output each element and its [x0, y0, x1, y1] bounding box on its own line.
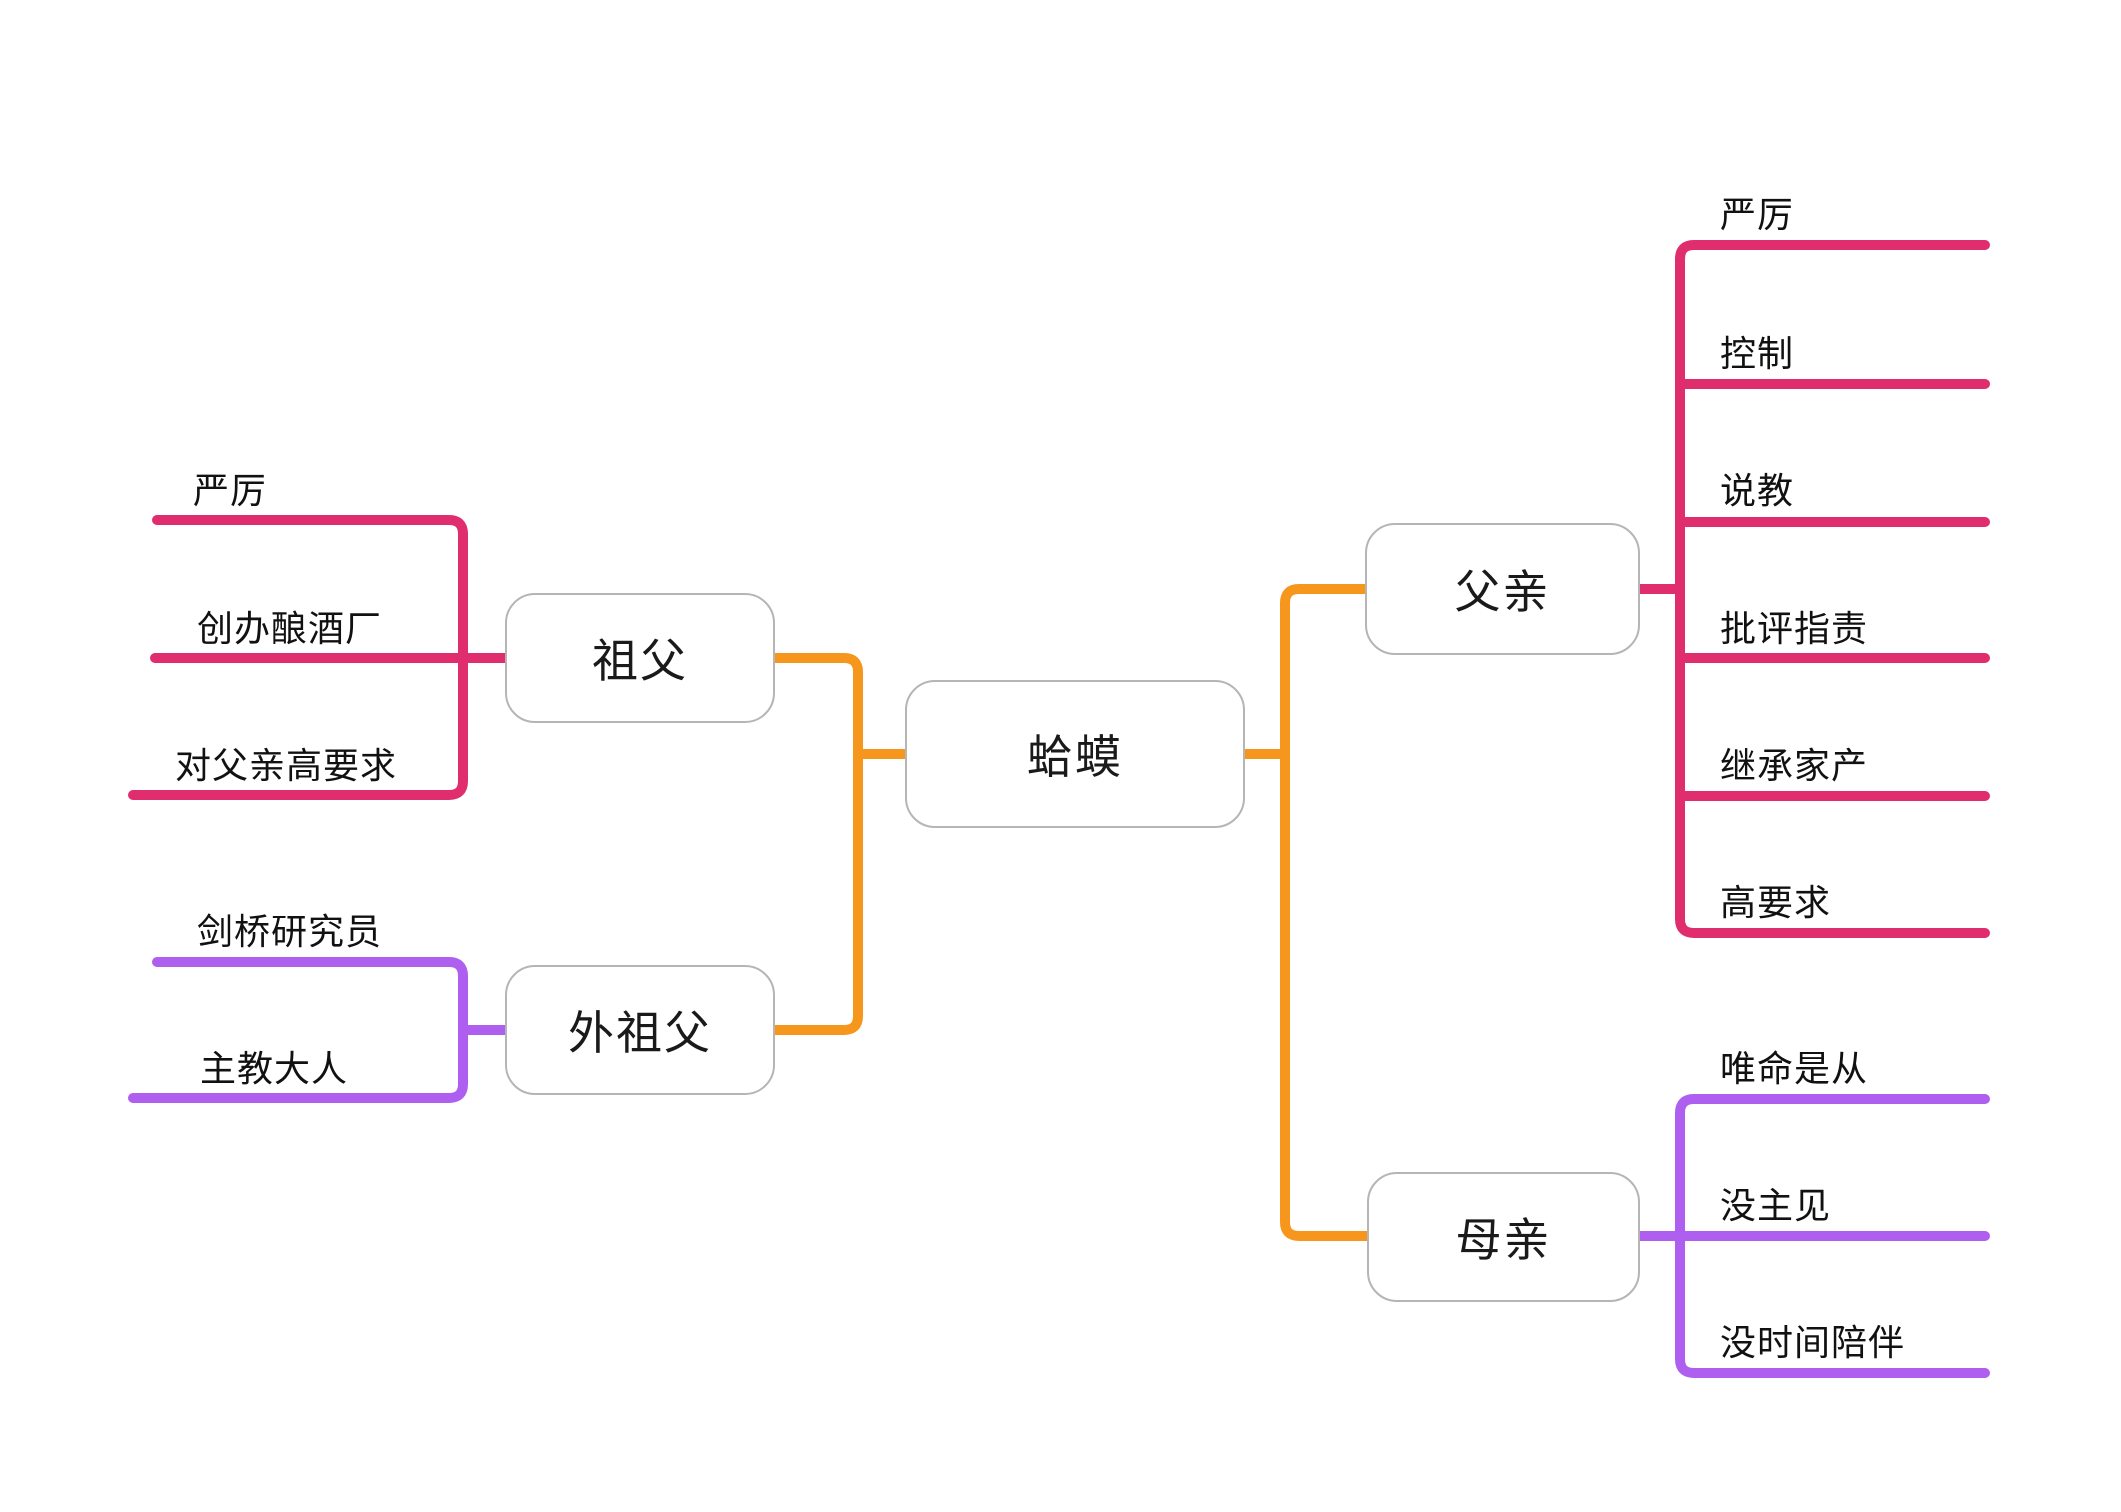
center-link-left	[770, 653, 910, 1035]
branch-node-mother[interactable]: 母亲	[1367, 1172, 1640, 1302]
leaf-father-lecturing[interactable]: 说教	[1720, 470, 1795, 511]
leaf-father-inheritance[interactable]: 继承家产	[1720, 745, 1869, 786]
central-topic-node[interactable]: 蛤蟆	[905, 680, 1245, 828]
branch-node-maternal-grandfather[interactable]: 外祖父	[505, 965, 775, 1095]
leaf-mother-no-time[interactable]: 没时间陪伴	[1720, 1322, 1906, 1363]
leaf-father-control[interactable]: 控制	[1720, 333, 1795, 374]
branch-label: 外祖父	[568, 1007, 712, 1059]
maternal-grandfather-branch-lines	[128, 957, 510, 1103]
branch-node-grandfather[interactable]: 祖父	[505, 593, 775, 723]
leaf-mgrandfather-bishop[interactable]: 主教大人	[200, 1048, 349, 1089]
branch-label: 祖父	[592, 635, 688, 687]
leaf-mgrandfather-cambridge[interactable]: 剑桥研究员	[197, 911, 383, 952]
branch-node-father[interactable]: 父亲	[1365, 523, 1640, 655]
father-branch-lines	[1635, 240, 1990, 938]
grandfather-branch-lines	[128, 515, 510, 800]
branch-label: 父亲	[1454, 566, 1551, 618]
mother-branch-lines	[1635, 1094, 1990, 1378]
leaf-mother-obedient[interactable]: 唯命是从	[1720, 1048, 1869, 1089]
leaf-father-high-expectations[interactable]: 高要求	[1720, 882, 1832, 923]
leaf-grandfather-demanding[interactable]: 对父亲高要求	[175, 745, 398, 786]
leaf-grandfather-brewery[interactable]: 创办酿酒厂	[197, 608, 383, 649]
leaf-father-strict[interactable]: 严厉	[1720, 194, 1795, 235]
central-topic-label: 蛤蟆	[1027, 731, 1123, 783]
leaf-grandfather-strict[interactable]: 严厉	[193, 470, 268, 511]
leaf-father-criticizing[interactable]: 批评指责	[1720, 608, 1869, 649]
center-link-right	[1240, 584, 1372, 1241]
leaf-mother-no-opinion[interactable]: 没主见	[1720, 1185, 1832, 1226]
branch-label: 母亲	[1455, 1214, 1552, 1266]
